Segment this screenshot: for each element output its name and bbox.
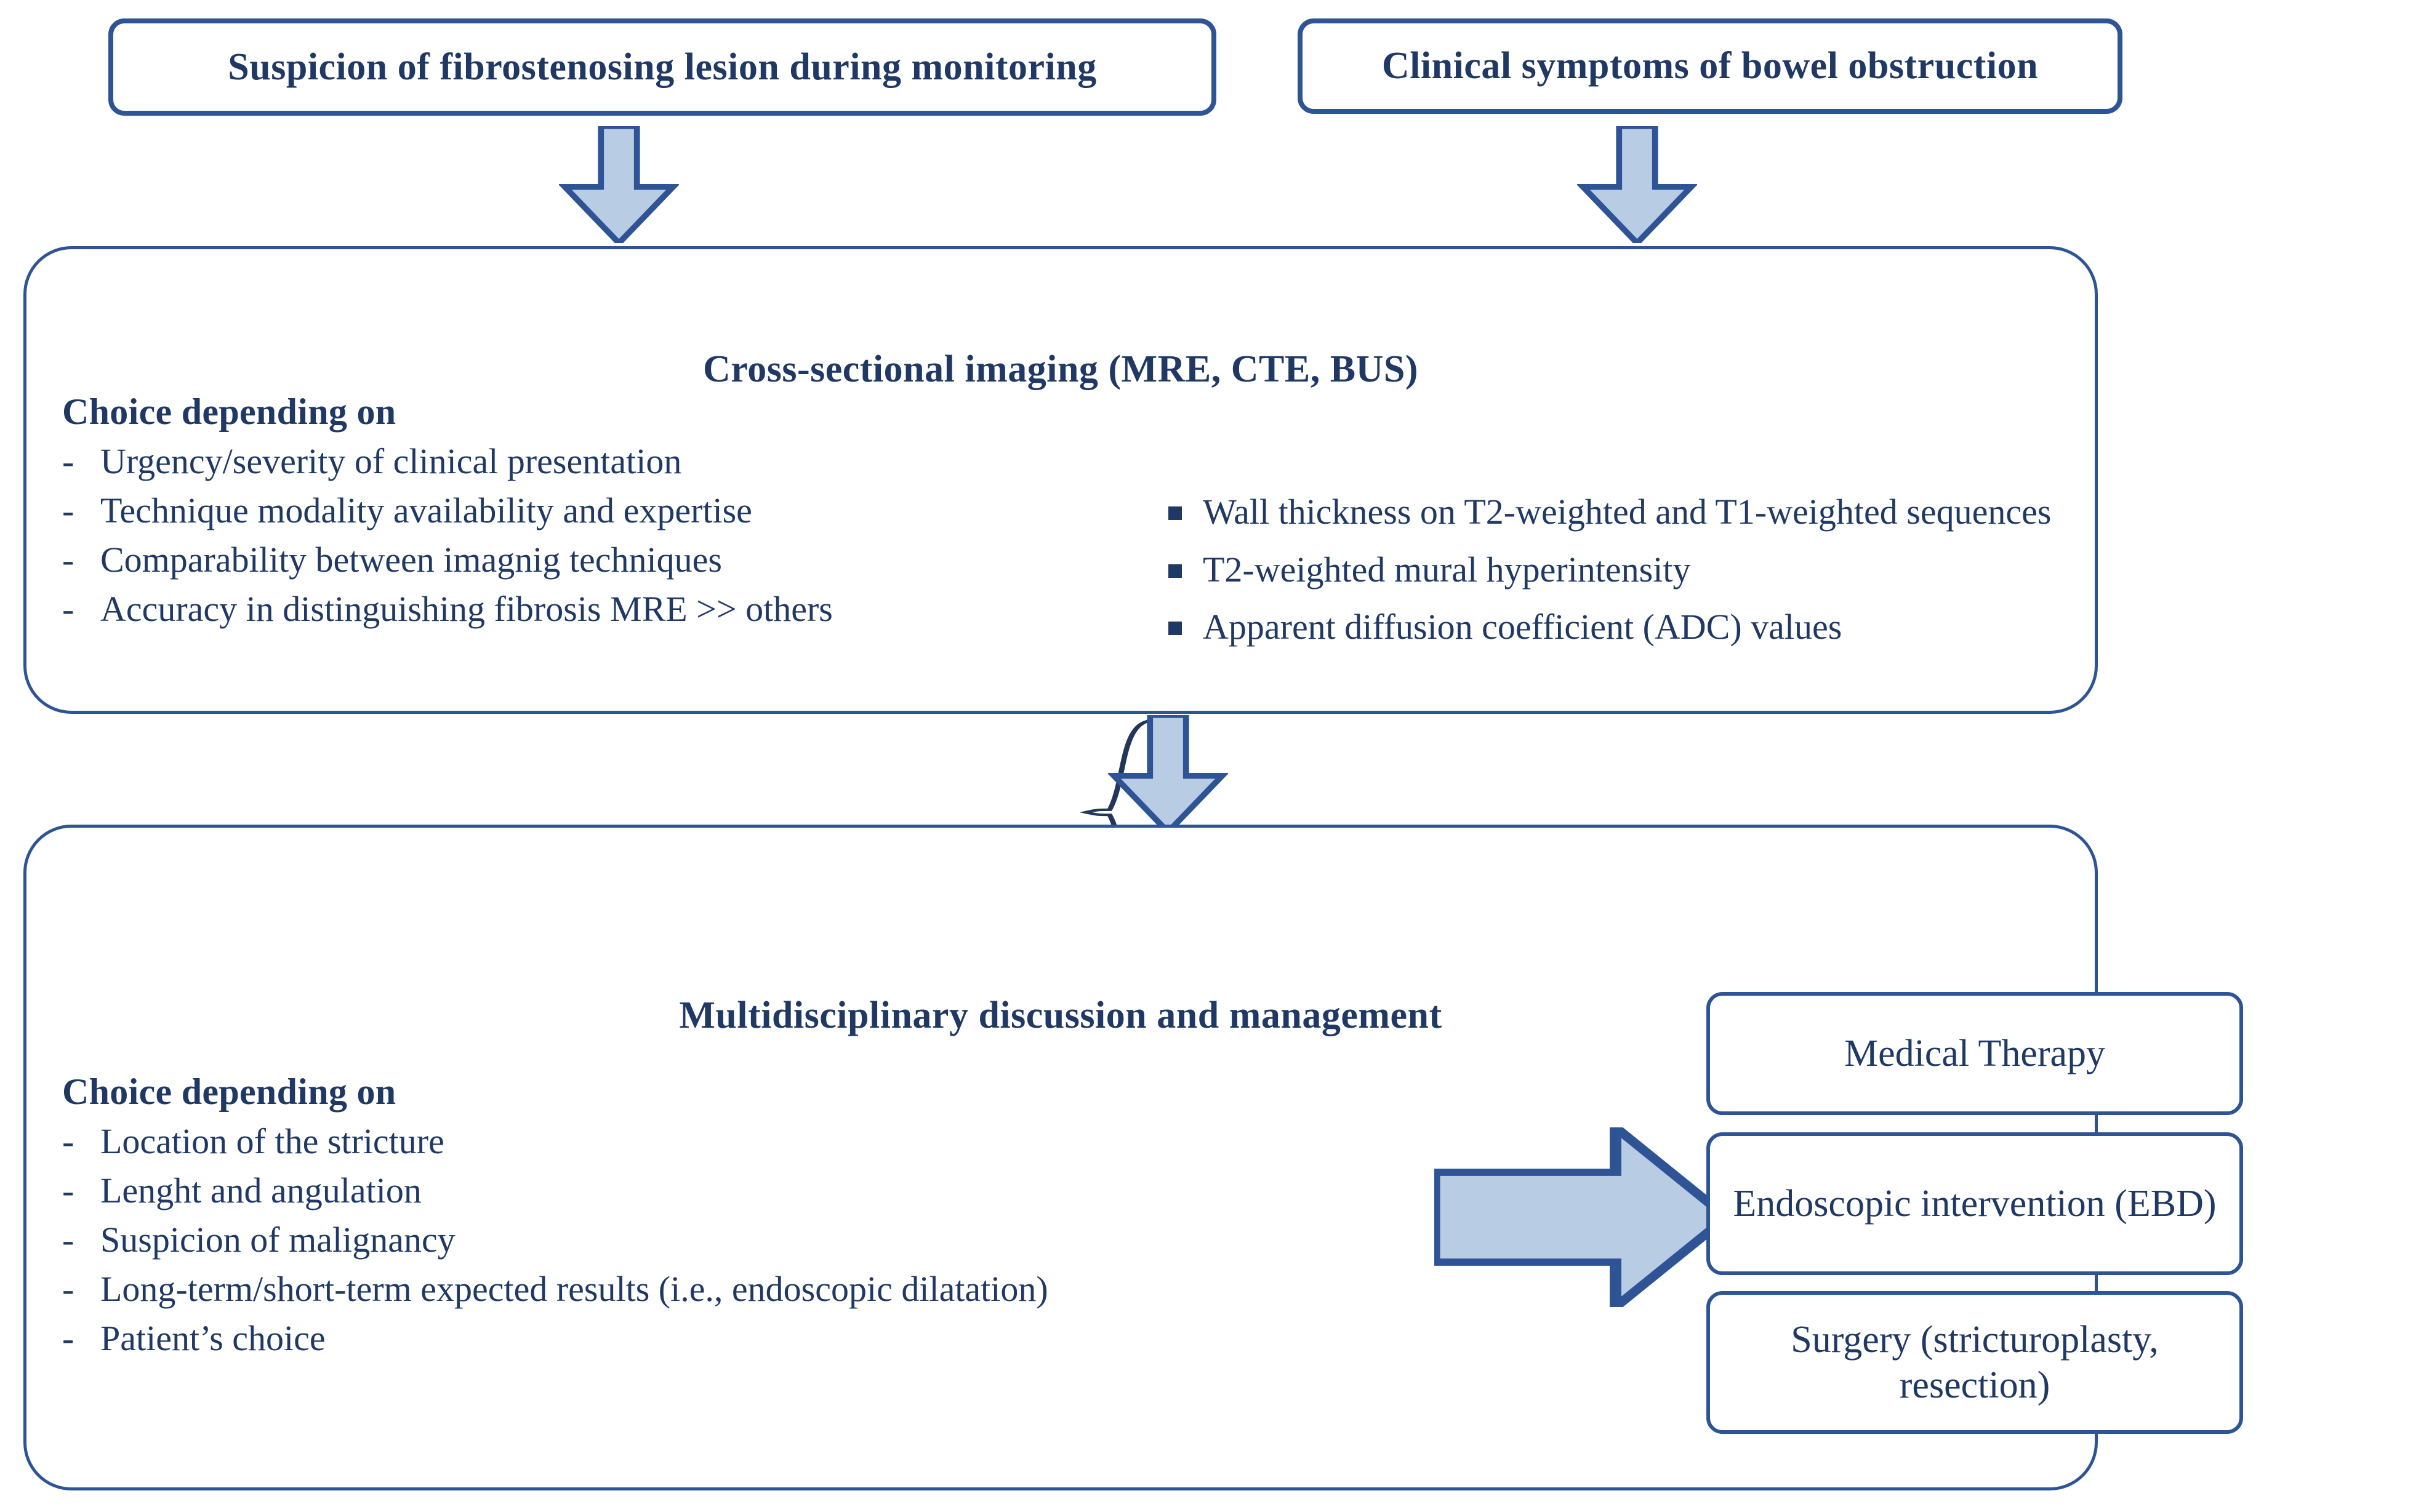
list-item: - Patient’s choice bbox=[62, 1314, 1048, 1363]
entry-box-symptoms[interactable]: Clinical symptoms of bowel obstruction bbox=[1298, 18, 2122, 114]
mdt-choice-heading: Choice depending on bbox=[62, 1071, 396, 1112]
right-arrow-icon-to-options bbox=[1428, 1116, 1734, 1318]
square-bullet-icon bbox=[1168, 506, 1203, 520]
entry-box-suspicion[interactable]: Suspicion of fibrostenosing lesion durin… bbox=[108, 18, 1216, 116]
list-item-label: Patient’s choice bbox=[100, 1318, 326, 1359]
list-item-label: Accuracy in distinguishing fibrosis MRE … bbox=[100, 589, 833, 630]
option-box-medical-therapy-label: Medical Therapy bbox=[1844, 1032, 2106, 1074]
list-item: - Location of the stricture bbox=[62, 1117, 1048, 1166]
list-item-label: Wall thickness on T2-weighted and T1-wei… bbox=[1203, 492, 2052, 532]
list-item: Wall thickness on T2-weighted and T1-wei… bbox=[1168, 488, 2067, 536]
imaging-choice-block: Choice depending on - Urgency/severity o… bbox=[62, 391, 833, 634]
option-box-surgery[interactable]: Surgery (stricturoplasty, resection) bbox=[1706, 1291, 2243, 1434]
dash-bullet-icon: - bbox=[62, 1220, 74, 1260]
dash-bullet-icon: - bbox=[62, 1269, 74, 1310]
stage-cross-sectional-imaging: Cross-sectional imaging (MRE, CTE, BUS) … bbox=[23, 246, 2098, 905]
square-bullet-icon bbox=[1168, 564, 1203, 578]
down-arrow-icon-suspicion bbox=[558, 123, 680, 247]
list-item: - Accuracy in distinguishing fibrosis MR… bbox=[62, 585, 833, 634]
list-item-label: Apparent diffusion coefficient (ADC) val… bbox=[1203, 607, 1842, 647]
list-item: - Lenght and angulation bbox=[62, 1166, 1048, 1215]
option-box-endoscopic-intervention-label: Endoscopic intervention (EBD) bbox=[1733, 1182, 2217, 1225]
list-item-label: Technique modality availability and expe… bbox=[100, 490, 752, 531]
dash-bullet-icon: - bbox=[62, 1121, 74, 1161]
option-box-medical-therapy[interactable]: Medical Therapy bbox=[1706, 992, 2243, 1115]
list-item-label: T2-weighted mural hyperintensity bbox=[1203, 549, 1691, 590]
down-arrow-icon-symptoms bbox=[1576, 123, 1698, 247]
dash-bullet-icon: - bbox=[62, 1318, 74, 1359]
list-item: T2-weighted mural hyperintensity bbox=[1168, 546, 2067, 594]
option-box-endoscopic-intervention[interactable]: Endoscopic intervention (EBD) bbox=[1706, 1132, 2243, 1275]
list-item: Apparent diffusion coefficient (ADC) val… bbox=[1168, 603, 2067, 651]
dash-bullet-icon: - bbox=[62, 540, 74, 580]
imaging-choice-list: - Urgency/severity of clinical presentat… bbox=[62, 437, 833, 634]
list-item: - Comparability between imagnig techniqu… bbox=[62, 535, 833, 585]
imaging-stage-title: Cross-sectional imaging (MRE, CTE, BUS) bbox=[703, 348, 1418, 390]
dash-bullet-icon: - bbox=[62, 490, 74, 531]
dash-bullet-icon: - bbox=[62, 589, 74, 630]
list-item-label: Lenght and angulation bbox=[100, 1170, 422, 1211]
mdt-stage-title: Multidisciplinary discussion and managem… bbox=[679, 994, 1442, 1036]
list-item: - Long-term/short-term expected results … bbox=[62, 1265, 1048, 1314]
dash-bullet-icon: - bbox=[62, 1170, 74, 1211]
list-item-label: Suspicion of malignancy bbox=[100, 1220, 456, 1260]
list-item-label: Urgency/severity of clinical presentatio… bbox=[100, 441, 682, 481]
square-bullet-icon bbox=[1168, 622, 1203, 635]
list-item: - Suspicion of malignancy bbox=[62, 1215, 1048, 1265]
list-item: - Technique modality availability and ex… bbox=[62, 486, 833, 535]
mdt-choice-list: - Location of the stricture - Lenght and… bbox=[62, 1117, 1048, 1363]
option-box-surgery-label: Surgery (stricturoplasty, resection) bbox=[1791, 1318, 2159, 1406]
down-arrow-icon-to-mdt bbox=[1107, 712, 1229, 836]
entry-box-suspicion-label: Suspicion of fibrostenosing lesion durin… bbox=[228, 46, 1097, 88]
list-item: - Urgency/severity of clinical presentat… bbox=[62, 437, 833, 486]
entry-box-symptoms-label: Clinical symptoms of bowel obstruction bbox=[1381, 45, 2039, 87]
imaging-choice-heading: Choice depending on bbox=[62, 391, 396, 432]
list-item-label: Long-term/short-term expected results (i… bbox=[100, 1269, 1048, 1310]
dash-bullet-icon: - bbox=[62, 441, 74, 481]
list-item-label: Comparability between imagnig techniques bbox=[100, 540, 722, 580]
mri-feature-list: Wall thickness on T2-weighted and T1-wei… bbox=[1168, 488, 2067, 661]
list-item-label: Location of the stricture bbox=[100, 1121, 444, 1161]
mdt-choice-block: Choice depending on - Location of the st… bbox=[62, 1071, 1048, 1363]
